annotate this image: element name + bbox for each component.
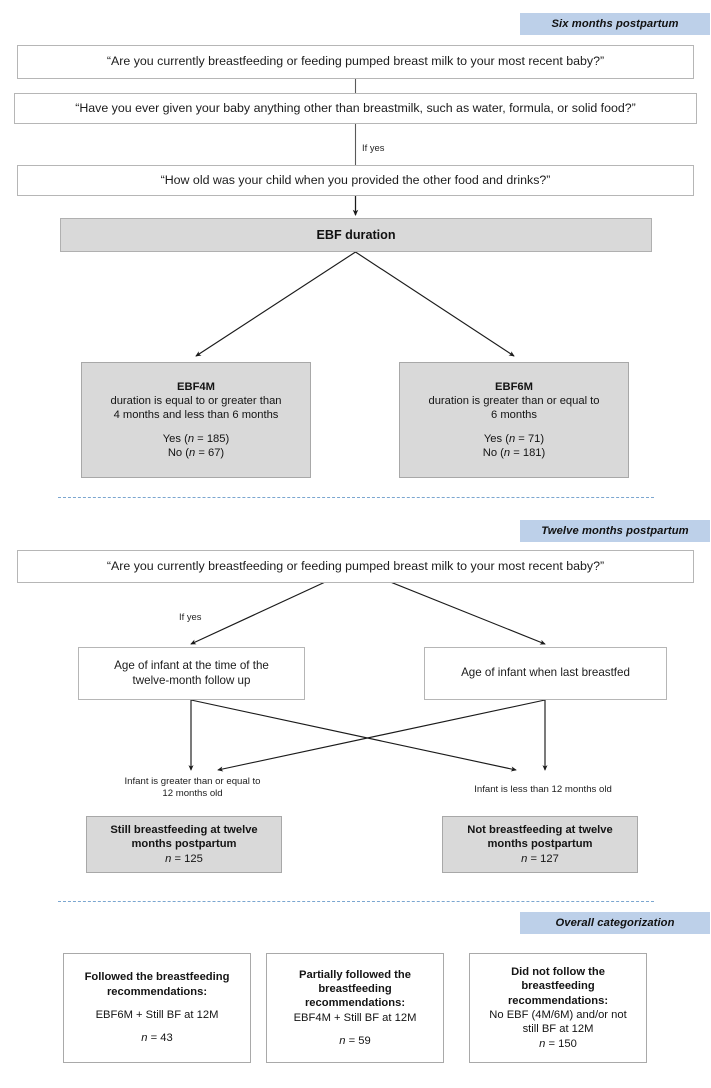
- banner-six-months: Six months postpartum: [520, 13, 710, 35]
- partially-n: n = 59: [339, 1034, 370, 1048]
- card-did-not-follow-recommendations: Did not follow the breastfeeding recomme…: [469, 953, 647, 1063]
- ebf6m-yes-n-symbol: n: [508, 432, 516, 445]
- partially-title-line1: Partially followed the: [299, 968, 411, 981]
- partially-title-line3: recommendations:: [304, 997, 406, 1010]
- not-bf-n-symbol: n: [521, 852, 528, 865]
- didnot-n-symbol: n: [539, 1037, 546, 1050]
- ebf4m-title: EBF4M: [177, 380, 215, 393]
- edge-rightbox-leftcond: [217, 699, 546, 772]
- partially-title-line2: breastfeeding: [318, 983, 392, 995]
- box-age-at-twelve-month-followup: Age of infant at the time of the twelve-…: [78, 647, 305, 700]
- didnot-title-line1: Did not follow the: [511, 966, 605, 979]
- still-bf-n-symbol: n: [165, 852, 172, 865]
- ebf4m-no-value: = 67): [195, 446, 225, 459]
- didnot-title-line3: recommendations:: [507, 994, 609, 1007]
- partially-n-symbol: n: [339, 1034, 346, 1047]
- followed-title-line1: Followed the breastfeeding: [84, 971, 230, 984]
- didnot-detail-line1: No EBF (4M/6M) and/or not: [489, 1009, 627, 1021]
- ebf6m-line1: duration is greater than or equal to: [428, 395, 600, 407]
- partially-n-value: = 59: [345, 1034, 371, 1047]
- didnot-n: n = 150: [539, 1037, 577, 1051]
- card-partially-followed-recommendations: Partially followed the breastfeeding rec…: [266, 953, 444, 1063]
- ebf6m-no: No (n = 181): [483, 446, 546, 460]
- left-box-line1: Age of infant at the time of the: [114, 658, 269, 672]
- edge-leftbox-rightcond: [190, 699, 517, 772]
- didnot-n-value: = 150: [545, 1037, 577, 1050]
- didnot-detail-line2: still BF at 12M: [522, 1023, 594, 1036]
- ebf6m-yes: Yes (n = 71): [484, 432, 544, 446]
- followed-n: n = 43: [141, 1031, 172, 1045]
- card-not-breastfeeding-12m: Not breastfeeding at twelve months postp…: [442, 816, 638, 873]
- ebf4m-yes-n-symbol: n: [187, 432, 195, 445]
- ebf4m-no-label: No (: [167, 446, 189, 459]
- banner-overall-categorization: Overall categorization: [520, 912, 710, 934]
- not-bf-n-value: = 127: [527, 852, 559, 865]
- condition-label-lt-12-months: Infant is less than 12 months old: [474, 784, 612, 795]
- left-box-line2: twelve-month follow up: [132, 673, 251, 687]
- ebf4m-yes: Yes (n = 185): [163, 432, 229, 446]
- card-ebf6m: EBF6M duration is greater than or equal …: [399, 362, 629, 478]
- followed-title-line2: recommendations:: [106, 985, 208, 998]
- edge-ebfbar-ebf4m: [195, 251, 356, 357]
- ebf4m-yes-value: = 185): [194, 432, 230, 445]
- partially-detail-line1: EBF4M + Still BF at 12M: [293, 1011, 417, 1024]
- not-bf-line2: months postpartum: [487, 838, 593, 851]
- question-box-other-than-breastmilk: “Have you ever given your baby anything …: [14, 93, 697, 124]
- ebf6m-no-label: No (: [482, 446, 504, 459]
- condition-label-ge-12-months: Infant is greater than or equal to 12 mo…: [85, 776, 300, 801]
- still-bf-line2: months postpartum: [131, 838, 237, 851]
- not-bf-line1: Not breastfeeding at twelve: [467, 824, 613, 836]
- ebf6m-title: EBF6M: [495, 380, 533, 393]
- question-box-currently-breastfeeding-12m: “Are you currently breastfeeding or feed…: [17, 550, 694, 583]
- followed-n-value: = 43: [147, 1032, 173, 1045]
- ebf6m-no-n-symbol: n: [503, 446, 511, 459]
- still-bf-n: n = 125: [165, 852, 203, 866]
- edge-label-if-yes-12m: If yes: [179, 611, 202, 622]
- ebf6m-line2: 6 months: [490, 409, 538, 422]
- card-ebf4m: EBF4M duration is equal to or greater th…: [81, 362, 311, 478]
- ebf6m-yes-value: = 71): [515, 432, 545, 445]
- outcome-bar-ebf-duration: EBF duration: [60, 218, 652, 252]
- ebf6m-no-value: = 181): [510, 446, 546, 459]
- followed-detail-line1: EBF6M + Still BF at 12M: [95, 1009, 219, 1021]
- left-cond-line1: Infant is greater than or equal to: [124, 776, 261, 787]
- ebf4m-line2: 4 months and less than 6 months: [113, 409, 279, 422]
- left-cond-line2: 12 months old: [162, 788, 223, 800]
- section-divider-2: [58, 901, 654, 902]
- question-box-how-old-other-food: “How old was your child when you provide…: [17, 165, 694, 196]
- edge-label-if-yes-6m: If yes: [362, 142, 385, 153]
- ebf4m-no-n-symbol: n: [188, 446, 196, 459]
- ebf4m-yes-label: Yes (: [162, 432, 188, 445]
- didnot-title-line2: breastfeeding: [521, 980, 595, 993]
- question-box-currently-breastfeeding-6m: “Are you currently breastfeeding or feed…: [17, 45, 694, 79]
- followed-n-symbol: n: [141, 1032, 148, 1045]
- section-divider-1: [58, 497, 654, 498]
- not-bf-n: n = 127: [521, 852, 559, 866]
- ebf4m-no: No (n = 67): [168, 446, 224, 460]
- card-followed-recommendations: Followed the breastfeeding recommendatio…: [63, 953, 251, 1063]
- ebf4m-line1: duration is equal to or greater than: [110, 395, 282, 407]
- ebf6m-yes-label: Yes (: [483, 432, 509, 445]
- edge-ebfbar-ebf6m: [355, 251, 515, 357]
- card-still-breastfeeding-12m: Still breastfeeding at twelve months pos…: [86, 816, 282, 873]
- still-bf-n-value: = 125: [171, 852, 203, 865]
- banner-twelve-months: Twelve months postpartum: [520, 520, 710, 542]
- box-age-when-last-breastfed: Age of infant when last breastfed: [424, 647, 667, 700]
- still-bf-line1: Still breastfeeding at twelve: [110, 824, 258, 836]
